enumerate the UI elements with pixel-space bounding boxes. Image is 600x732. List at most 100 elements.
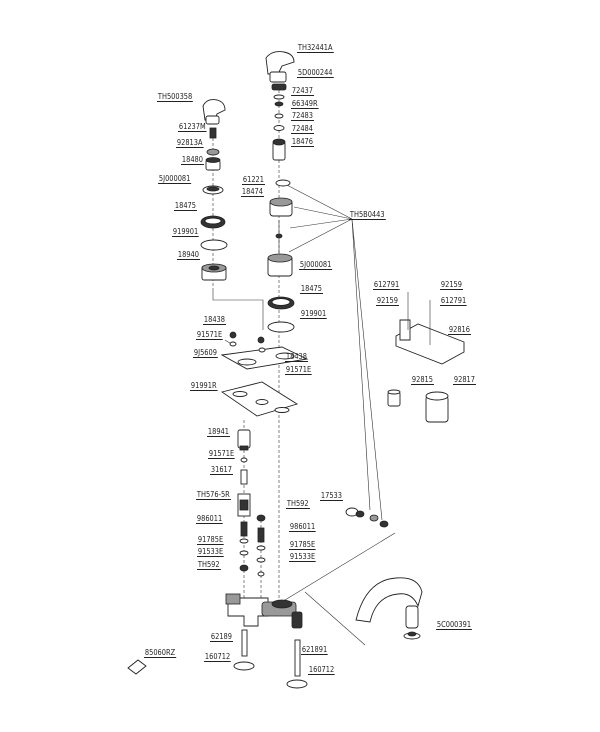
label-92159-b: 92159 <box>376 296 399 306</box>
label-5j000081-left: 5J000081 <box>158 174 192 184</box>
label-92816: 92816 <box>448 325 471 335</box>
label-91571e-right: 91571E <box>285 365 313 375</box>
part-18438-right <box>257 336 265 344</box>
label-612791-b: 612791 <box>440 296 468 306</box>
label-986011-left: 986011 <box>196 514 224 524</box>
part-72483 <box>274 113 284 119</box>
label-18475-left: 18475 <box>174 201 197 211</box>
part-small-oring <box>257 571 265 577</box>
part-986011-right <box>257 527 265 543</box>
label-92813a: 92813A <box>176 138 204 148</box>
part-91533e-left <box>239 550 249 556</box>
label-18438-right: 18438 <box>285 352 308 362</box>
spout-5c000391 <box>355 577 423 640</box>
handle-th32441a <box>265 51 295 83</box>
part-5d000244 <box>271 83 287 91</box>
guide-line-d <box>304 591 366 646</box>
label-18940: 18940 <box>177 250 200 260</box>
part-92816 <box>395 292 465 365</box>
label-91785e-left: 91785E <box>197 535 225 545</box>
part-92813a <box>206 148 220 156</box>
part-91991r-plate <box>220 381 299 417</box>
label-18941: 18941 <box>207 427 230 437</box>
label-th576-5r: TH576-5R <box>196 490 231 500</box>
part-18940 <box>201 263 227 281</box>
label-5j000081-right: 5J000081 <box>299 260 333 270</box>
label-91571e-lower: 91571E <box>208 449 236 459</box>
label-92815: 92815 <box>411 375 434 385</box>
label-18475-right: 18475 <box>300 284 323 294</box>
part-31617 <box>240 469 248 485</box>
part-91785e-left <box>239 538 249 544</box>
label-9j5609: 9J5609 <box>193 348 218 358</box>
part-18480 <box>205 157 221 171</box>
part-621891-stud <box>286 639 308 689</box>
label-92159-a: 92159 <box>440 280 463 290</box>
label-th500358: TH500358 <box>157 92 194 102</box>
part-919901-left <box>200 239 228 251</box>
guide-line-c <box>284 532 396 601</box>
part-91785e-right <box>256 545 266 551</box>
label-18476: 18476 <box>291 137 314 147</box>
tool-85060rz <box>127 659 147 675</box>
valve-body <box>225 593 303 629</box>
label-th5b0443: TH5B0443 <box>349 210 386 220</box>
label-91533e-left: 91533E <box>197 547 225 557</box>
part-91533e-right <box>256 557 266 563</box>
label-5c000391: 5C000391 <box>436 620 472 630</box>
label-612791-a: 612791 <box>373 280 401 290</box>
part-91571e-left <box>229 341 237 347</box>
label-18438-left: 18438 <box>203 315 226 325</box>
label-61221: 61221 <box>242 175 265 185</box>
part-66349r <box>274 101 284 107</box>
label-621891: 621891 <box>301 645 329 655</box>
part-5j000081-left <box>202 185 224 195</box>
label-18480: 18480 <box>181 155 204 165</box>
part-72437 <box>273 94 285 100</box>
part-9j5609-plate <box>220 346 309 370</box>
label-85060rz: 85060RZ <box>144 648 177 658</box>
label-92817: 92817 <box>453 375 476 385</box>
label-th32441a: TH32441A <box>297 43 334 53</box>
part-18941 <box>237 429 251 451</box>
label-18474: 18474 <box>241 187 264 197</box>
handle-th500358 <box>202 99 226 125</box>
label-160712-left: 160712 <box>204 652 232 662</box>
label-91785e-right: 91785E <box>289 540 317 550</box>
label-919901-right: 919901 <box>300 309 328 319</box>
label-91991r: 91991R <box>190 381 218 391</box>
part-th592-left <box>239 564 249 572</box>
part-th592-right <box>256 514 266 522</box>
part-18438-left <box>229 331 237 339</box>
label-72437: 72437 <box>291 86 314 96</box>
part-986011-left <box>240 521 248 537</box>
part-18474 <box>269 197 293 217</box>
part-72484 <box>273 125 285 131</box>
label-91571e-left: 91571E <box>196 330 224 340</box>
label-919901-left: 919901 <box>172 227 200 237</box>
label-th592-left: TH592 <box>197 560 221 570</box>
part-18476 <box>272 138 286 161</box>
label-66349r: 66349R <box>291 99 319 109</box>
part-919901-right <box>267 321 295 333</box>
part-61221 <box>275 179 291 187</box>
part-91571e-lower <box>240 457 248 463</box>
part-18475-left <box>200 215 226 229</box>
label-61237m: 61237M <box>178 122 207 132</box>
part-th576-5r <box>237 493 251 517</box>
stem-clip <box>275 233 283 239</box>
part-92817 <box>425 391 449 423</box>
part-62189-stud <box>233 629 255 671</box>
label-72484: 72484 <box>291 124 314 134</box>
label-160712-right: 160712 <box>308 665 336 675</box>
part-92815 <box>387 389 401 407</box>
guide-line-a <box>212 290 264 330</box>
label-th592-right: TH592 <box>286 499 310 509</box>
part-18475-right <box>267 296 295 310</box>
part-61237m <box>209 127 217 139</box>
part-17533 <box>345 507 365 518</box>
label-31617: 31617 <box>210 465 233 475</box>
label-62189: 62189 <box>210 632 233 642</box>
